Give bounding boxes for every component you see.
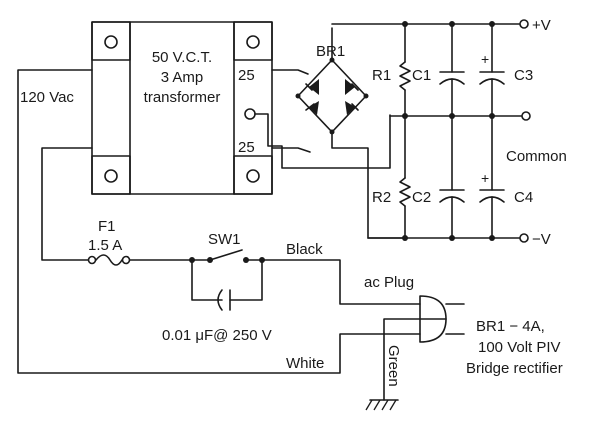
- ac-plug: ac Plug Green: [364, 274, 465, 411]
- capacitor-c1-label: C1: [412, 67, 431, 84]
- positive-output-terminal: [519, 19, 529, 29]
- fuse-terminal: [121, 255, 131, 265]
- white-wire-label: White: [286, 355, 324, 372]
- diode-arrow: [309, 79, 319, 95]
- fuse-name: F1: [98, 218, 116, 235]
- switch-name: SW1: [208, 231, 241, 248]
- diode-arrow: [309, 101, 319, 115]
- secondary-tap-top-label: 25: [238, 67, 255, 84]
- resistor-r2-label: R2: [372, 189, 391, 206]
- capacitor-c2: C2: [412, 115, 465, 239]
- primary-circuit: F1 1.5 A SW1 0.01 μF@ 250 V Black White: [17, 69, 421, 374]
- secondary-tap-bottom-label: 25: [238, 139, 255, 156]
- switch-blade: [209, 249, 243, 261]
- mounting-hole: [104, 35, 118, 49]
- capacitor-c3-label: C3: [514, 67, 533, 84]
- input-voltage-label: 120 Vac: [20, 89, 74, 106]
- mounting-tab-bottom-right: [233, 155, 273, 195]
- rectifier-label: BR1: [316, 43, 345, 60]
- rectifier-notes: BR1 − 4A, 100 Volt PIV Bridge rectifier: [466, 318, 563, 377]
- resistor-r2: R2: [372, 115, 411, 239]
- capacitor-c1: C1: [412, 23, 465, 117]
- capacitor-c4-label: C4: [514, 189, 533, 206]
- center-tap-terminal: [244, 108, 256, 120]
- mounting-tab-top-left: [91, 21, 131, 61]
- mounting-hole: [246, 35, 260, 49]
- transformer-core: [91, 21, 273, 195]
- mounting-tab-top-right: [233, 21, 273, 61]
- secondary-wiring: [254, 69, 391, 169]
- capacitor-c3: + C3: [479, 23, 533, 117]
- fuse-rating: 1.5 A: [88, 237, 122, 254]
- resistor-r1-label: R1: [372, 67, 391, 84]
- transformer-label-line3: transformer: [144, 89, 221, 106]
- mounting-hole: [104, 169, 118, 183]
- transformer-label-line1: 50 V.C.T.: [152, 49, 212, 66]
- fuse-terminal: [87, 255, 97, 265]
- capacitor-c4-polarity: +: [481, 170, 489, 186]
- plug-label: ac Plug: [364, 274, 414, 291]
- notes-line3: Bridge rectifier: [466, 360, 563, 377]
- rails: +V Common −V: [331, 17, 567, 248]
- mounting-tab-bottom-left: [91, 155, 131, 195]
- capacitor-c3-polarity: +: [481, 51, 489, 67]
- resistor-r1: R1: [372, 23, 411, 117]
- ground-wire: [383, 318, 447, 401]
- transformer: 50 V.C.T. 3 Amp transformer 25 25: [91, 21, 273, 195]
- bridge-outline: [297, 59, 367, 133]
- transformer-label-line2: 3 Amp: [161, 69, 204, 86]
- common-output-label: Common: [506, 148, 567, 165]
- capacitor-c4: + C4: [479, 115, 533, 239]
- negative-output-terminal: [519, 233, 529, 243]
- notes-line1: BR1 − 4A,: [476, 318, 545, 335]
- fuse-element: [95, 254, 123, 266]
- positive-output-label: +V: [532, 17, 551, 34]
- diode-arrow: [345, 79, 355, 95]
- negative-output-label: −V: [532, 231, 551, 248]
- notes-line2: 100 Volt PIV: [478, 339, 561, 356]
- snubber-cap-label: 0.01 μF@ 250 V: [162, 327, 272, 344]
- mounting-hole: [246, 169, 260, 183]
- green-wire-label: Green: [385, 345, 402, 387]
- capacitor-c2-label: C2: [412, 189, 431, 206]
- common-output-terminal: [521, 111, 531, 121]
- diode-arrow: [345, 101, 355, 115]
- black-wire-label: Black: [286, 241, 323, 258]
